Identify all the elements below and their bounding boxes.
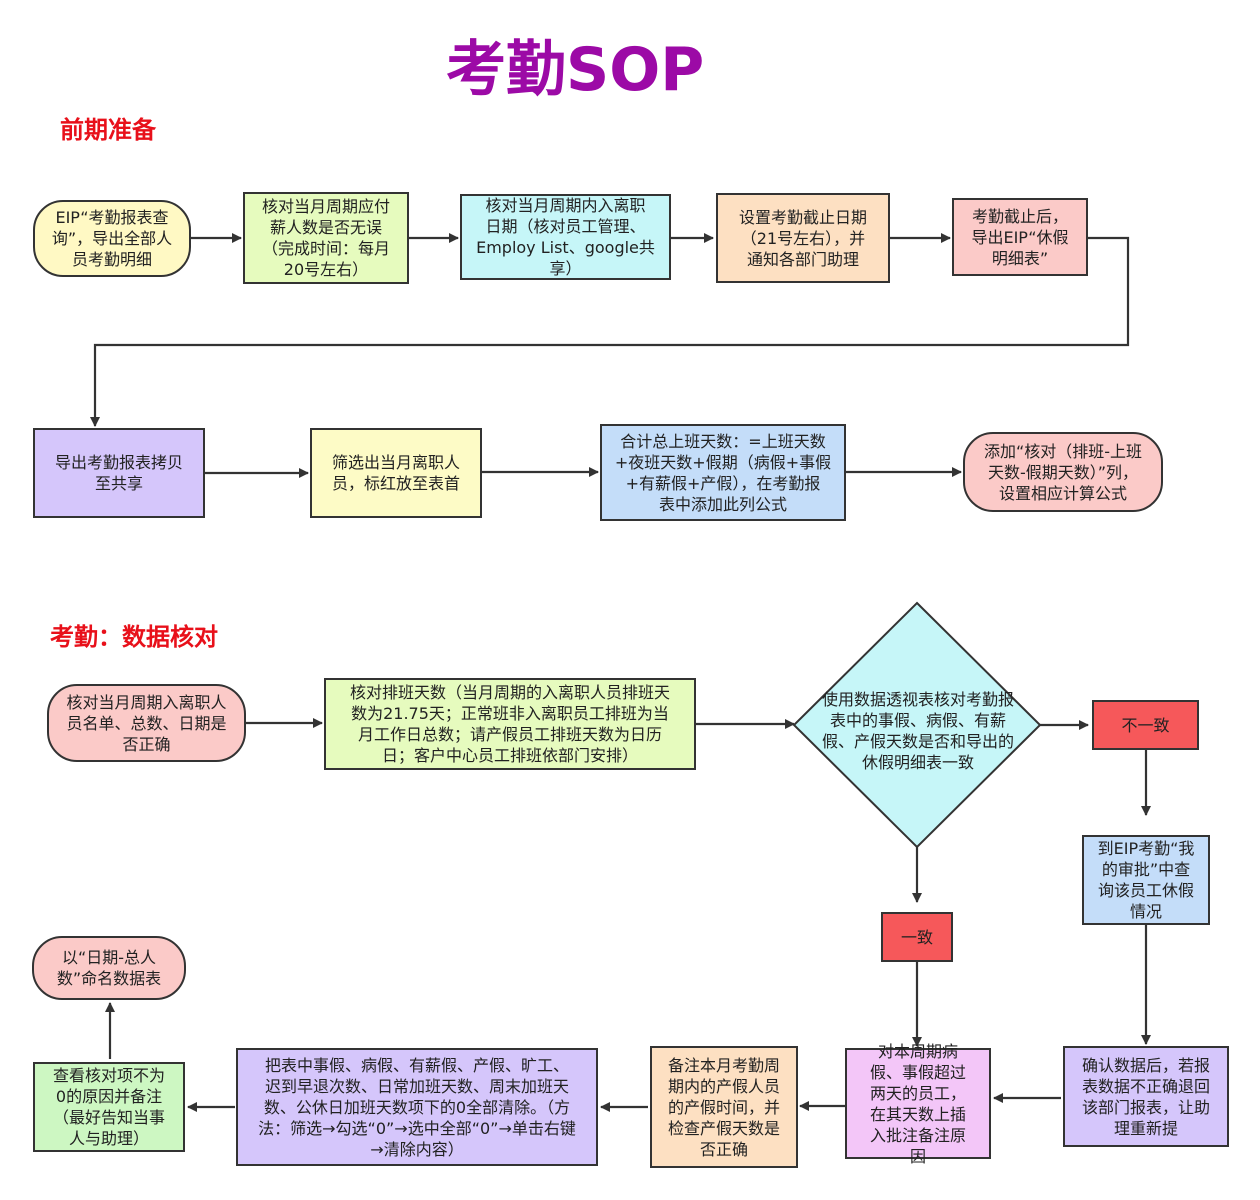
decision-text: 使用数据透视表核对考勤报 表中的事假、病假、有薪 假、产假天数是否和导出的 休假… [821, 690, 1014, 772]
node-annotate-maternity: 备注本月考勤周 期内的产假人员 的产假时间，并 检查产假天数是 否正确 [650, 1046, 798, 1168]
node-set-cutoff-date: 设置考勤截止日期 （21号左右），并 通知各部门助理 [716, 193, 890, 283]
node-total-workdays-formula: 合计总上班天数：=上班天数 +夜班天数+假期（病假+事假 +有薪假+产假），在考… [600, 424, 846, 521]
node-check-hire-leave-dates: 核对当月周期内入离职 日期（核对员工管理、 Employ List、google… [460, 194, 671, 280]
decision-diamond [792, 601, 1042, 849]
node-add-check-column: 添加“核对（排班-上班 天数-假期天数）”列， 设置相应计算公式 [963, 432, 1163, 512]
node-annotate-sick-leave: 对本周期病 假、事假超过 两天的员工， 在其天数上插 入批注备注原 因 [845, 1042, 991, 1166]
node-inconsistent: 不一致 [1092, 700, 1199, 750]
node-check-eip-approvals: 到EIP考勤“我 的审批”中查 询该员工休假 情况 [1082, 835, 1210, 925]
node-check-nonzero-items: 查看核对项不为 0的原因并备注 （最好告知当事 人与助理） [33, 1062, 185, 1152]
section-heading-check: 考勤：数据核对 [50, 623, 218, 651]
node-clear-zeros: 把表中事假、病假、有薪假、产假、旷工、 迟到早退次数、日常加班天数、周末加班天 … [236, 1048, 598, 1166]
node-check-schedule-days: 核对排班天数（当月周期的入离职人员排班天 数为21.75天；正常班非入离职员工排… [324, 678, 696, 770]
node-export-all-attendance: EIP“考勤报表查 询”，导出全部人 员考勤明细 [33, 200, 191, 277]
node-check-hire-leave-list: 核对当月周期入离职人 员名单、总数、日期是 否正确 [47, 684, 246, 762]
node-check-payroll-count: 核对当月周期应付 薪人数是否无误 （完成时间：每月 20号左右） [243, 192, 409, 284]
node-filter-departures: 筛选出当月离职人 员，标红放至表首 [310, 428, 482, 518]
page-title: 考勤SOP [446, 35, 705, 105]
arrow-n5-n6 [90, 236, 1130, 427]
node-confirm-data-return: 确认数据后，若报 表数据不正确退回 该部门报表，让助 理重新提 [1063, 1046, 1229, 1147]
node-name-datasheet: 以“日期-总人 数”命名数据表 [32, 936, 186, 1000]
node-export-leave-detail: 考勤截止后， 导出EIP“休假 明细表” [952, 198, 1088, 276]
section-heading-prep: 前期准备 [60, 116, 156, 144]
node-copy-report-to-share: 导出考勤报表拷贝 至共享 [33, 428, 205, 518]
node-consistent: 一致 [881, 912, 953, 962]
